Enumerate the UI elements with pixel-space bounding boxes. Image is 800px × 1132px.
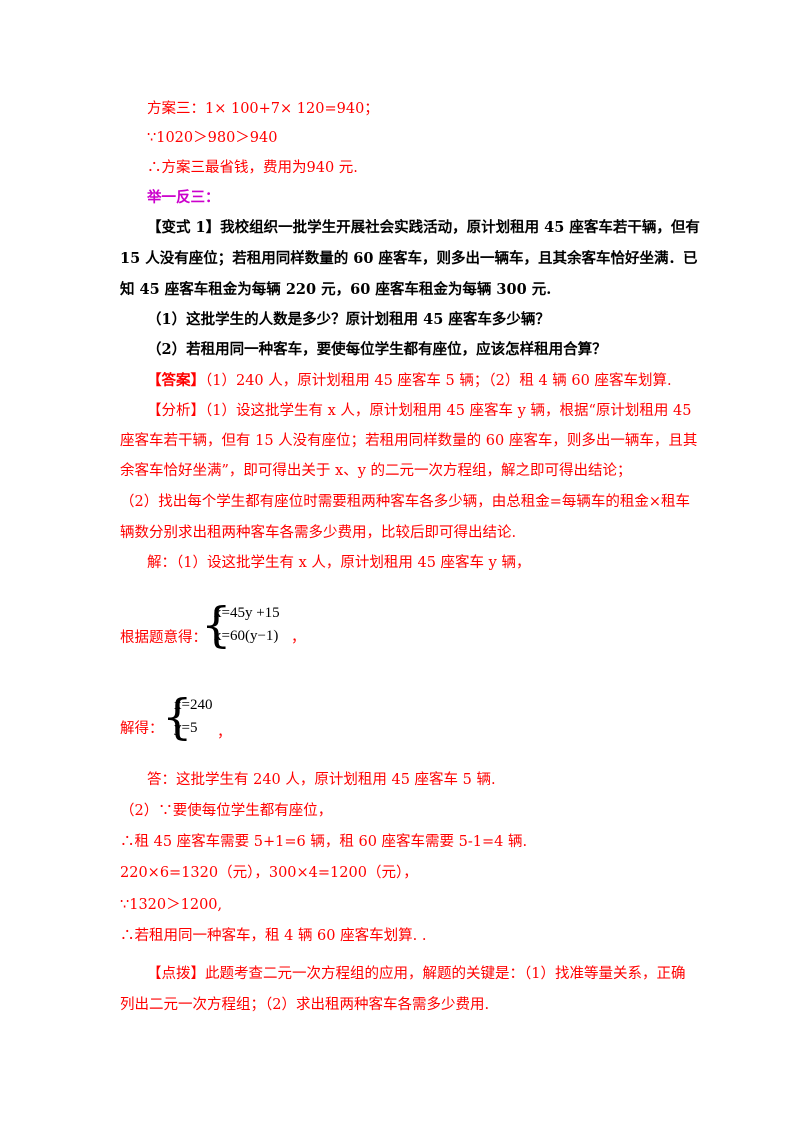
question-2: （2）若租用同一种客车，要使每位学生都有座位，应该怎样租用合算？: [147, 341, 607, 358]
section-heading: 举一反三：: [147, 189, 220, 206]
problem-line-2: 15 人没有座位；若租用同样数量的 60 座客车，则多出一辆车，且其余客车恰好坐…: [120, 250, 698, 267]
part2-comparison: ∵1320＞1200,: [120, 897, 223, 913]
left-brace-icon: {: [162, 689, 193, 745]
equation-label: 根据题意得：: [120, 630, 207, 646]
analysis-text: （1）设这批学生有 x 人，原计划租用 45 座客车 y 辆，根据“原计划租用 …: [205, 403, 692, 419]
equation-1a: x=45y +15: [214, 605, 280, 621]
analysis-line-4: （2）找出每个学生都有座位时需要租两种客车各多少辆，由总租金=每辆车的租金×租车: [120, 494, 691, 510]
tip-line-2: 列出二元一次方程组；（2）求出租两种客车各需多少费用.: [120, 997, 490, 1013]
analysis-line-1: 【分析】（1）设这批学生有 x 人，原计划租用 45 座客车 y 辆，根据“原计…: [147, 400, 691, 422]
equation-comma: ，: [291, 630, 306, 646]
question-1: （1）这批学生的人数是多少？原计划租用 45 座客车多少辆？: [147, 311, 550, 328]
tip-text: 此题考查二元一次方程组的应用，解题的关键是：（1）找准等量关系，正确: [205, 966, 686, 982]
problem-line-1: 【变式 1】我校组织一批学生开展社会实践活动，原计划租用 45 座客车若干辆，但…: [147, 219, 700, 236]
conclusion-line: ∴方案三最省钱，费用为940 元.: [147, 160, 358, 176]
solution-label: 解得：: [120, 721, 164, 737]
left-brace-icon: {: [201, 597, 232, 653]
solution-x: x=240: [174, 697, 213, 713]
part2-conclusion: ∴若租用同一种客车，租 4 辆 60 座客车划算. .: [120, 928, 427, 944]
problem-line-3: 知 45 座客车租金为每辆 220 元，60 座客车租金为每辆 300 元.: [120, 281, 552, 298]
analysis-tag: 【分析】: [147, 403, 205, 419]
solution-y: y=5: [174, 720, 198, 736]
part2-intro: （2）∵要使每位学生都有座位，: [120, 803, 333, 819]
comparison-line: ∵1020＞980＞940: [147, 130, 278, 146]
part2-bus-count: ∴租 45 座客车需要 5+1=6 辆，租 60 座客车需要 5-1=4 辆.: [120, 834, 528, 850]
answer-tag: 【答案】: [147, 372, 205, 389]
scheme-three-calc: 方案三：1× 100+7× 120=940；: [147, 101, 379, 117]
solution-comma: ，: [217, 725, 232, 741]
tip-tag: 【点拨】: [147, 966, 205, 982]
answer-text: （1）240 人，原计划租用 45 座客车 5 辆；（2）租 4 辆 60 座客…: [205, 373, 672, 389]
part2-cost-calc: 220×6=1320（元），300×4=1200（元），: [120, 865, 418, 881]
analysis-line-3: 余客车恰好坐满”，即可得出关于 x、y 的二元一次方程组，解之即可得出结论；: [120, 463, 632, 479]
equation-1b: x=60(y−1): [214, 628, 279, 644]
answer-1: 答：这批学生有 240 人，原计划租用 45 座客车 5 辆.: [147, 772, 496, 788]
tip-line-1: 【点拨】此题考查二元一次方程组的应用，解题的关键是：（1）找准等量关系，正确: [147, 963, 685, 985]
analysis-line-2: 座客车若干辆，但有 15 人没有座位；若租用同样数量的 60 座客车，则多出一辆…: [120, 433, 698, 449]
solution-intro: 解：（1）设这批学生有 x 人，原计划租用 45 座客车 y 辆，: [147, 555, 531, 571]
answer-line: 【答案】（1）240 人，原计划租用 45 座客车 5 辆；（2）租 4 辆 6…: [147, 370, 672, 392]
analysis-line-5: 辆数分别求出租两种客车各需多少费用，比较后即可得出结论.: [120, 525, 517, 541]
